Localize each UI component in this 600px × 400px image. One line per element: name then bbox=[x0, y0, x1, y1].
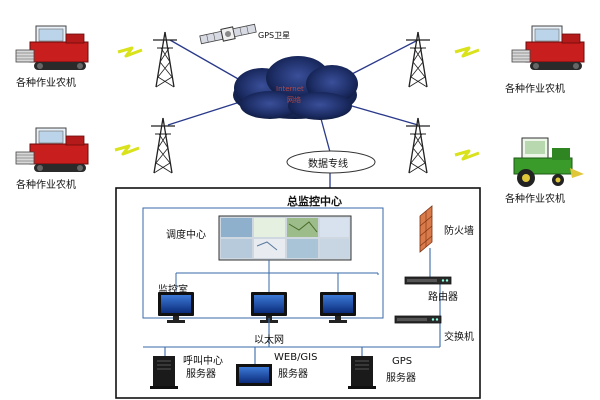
router-icon bbox=[404, 276, 452, 285]
cloud-label-line2: 网络 bbox=[287, 96, 301, 104]
tower-icon-top-right bbox=[405, 31, 431, 88]
wireless-links bbox=[167, 39, 419, 188]
dedicated-line-bubble bbox=[286, 150, 376, 174]
harvester-icon-top-left bbox=[15, 25, 89, 71]
video-wall-icon bbox=[218, 215, 352, 261]
internet-cloud-icon bbox=[233, 56, 358, 120]
server-label-web-gis-line1: WEB/GIS bbox=[274, 352, 318, 363]
router-label: 路由器 bbox=[428, 292, 458, 303]
dispatch-center-label: 调度中心 bbox=[166, 230, 206, 241]
server-label-web-gis-line2: 服务器 bbox=[278, 369, 308, 380]
signal-icon-top-right bbox=[453, 46, 481, 58]
ethernet-backbone bbox=[143, 248, 441, 364]
server-label-call-center-line1: 呼叫中心 bbox=[183, 356, 223, 367]
tower-icon-top-left bbox=[152, 31, 178, 88]
machine-label-mid-left: 各种作业农机 bbox=[16, 180, 76, 191]
satellite-icon bbox=[199, 23, 257, 45]
server-label-call-center-line2: 服务器 bbox=[186, 369, 216, 380]
monitor-room-label: 监控室 bbox=[158, 285, 188, 296]
server-icon-gps bbox=[347, 355, 377, 390]
signal-icon-top-left bbox=[116, 46, 144, 58]
server-label-gps-line2: 服务器 bbox=[386, 373, 416, 384]
server-label-gps-line1: GPS bbox=[392, 356, 413, 367]
firewall-label: 防火墙 bbox=[444, 226, 474, 237]
machine-label-top-right: 各种作业农机 bbox=[505, 84, 565, 95]
signal-icon-mid-left bbox=[113, 144, 141, 156]
harvester-icon-mid-left bbox=[15, 127, 89, 173]
server-icon-call-center bbox=[149, 355, 179, 390]
ethernet-label: 以太网 bbox=[254, 335, 284, 346]
tower-icon-mid-right bbox=[405, 117, 431, 174]
switch-label: 交换机 bbox=[444, 332, 474, 343]
signal-icon-mid-right bbox=[453, 149, 481, 161]
tractor-icon bbox=[513, 137, 584, 187]
firewall-icon bbox=[419, 205, 433, 253]
dedicated-line-label: 数据专线 bbox=[308, 159, 348, 170]
machine-label-mid-right: 各种作业农机 bbox=[505, 194, 565, 205]
dispatch-monitor-box bbox=[142, 207, 384, 319]
machine-label-top-left: 各种作业农机 bbox=[16, 78, 76, 89]
tower-icon-mid-left bbox=[150, 117, 176, 174]
server-icon-web-gis bbox=[236, 364, 272, 386]
switch-icon bbox=[394, 315, 442, 324]
monitoring-center-frame bbox=[115, 187, 481, 399]
lan-bus bbox=[175, 260, 379, 292]
cloud-label-line1: Internet bbox=[276, 85, 304, 93]
monitoring-center-title: 总监控中心 bbox=[287, 195, 342, 208]
satellite-label: GPS卫星 bbox=[258, 31, 291, 40]
harvester-icon-top-right bbox=[511, 25, 585, 71]
